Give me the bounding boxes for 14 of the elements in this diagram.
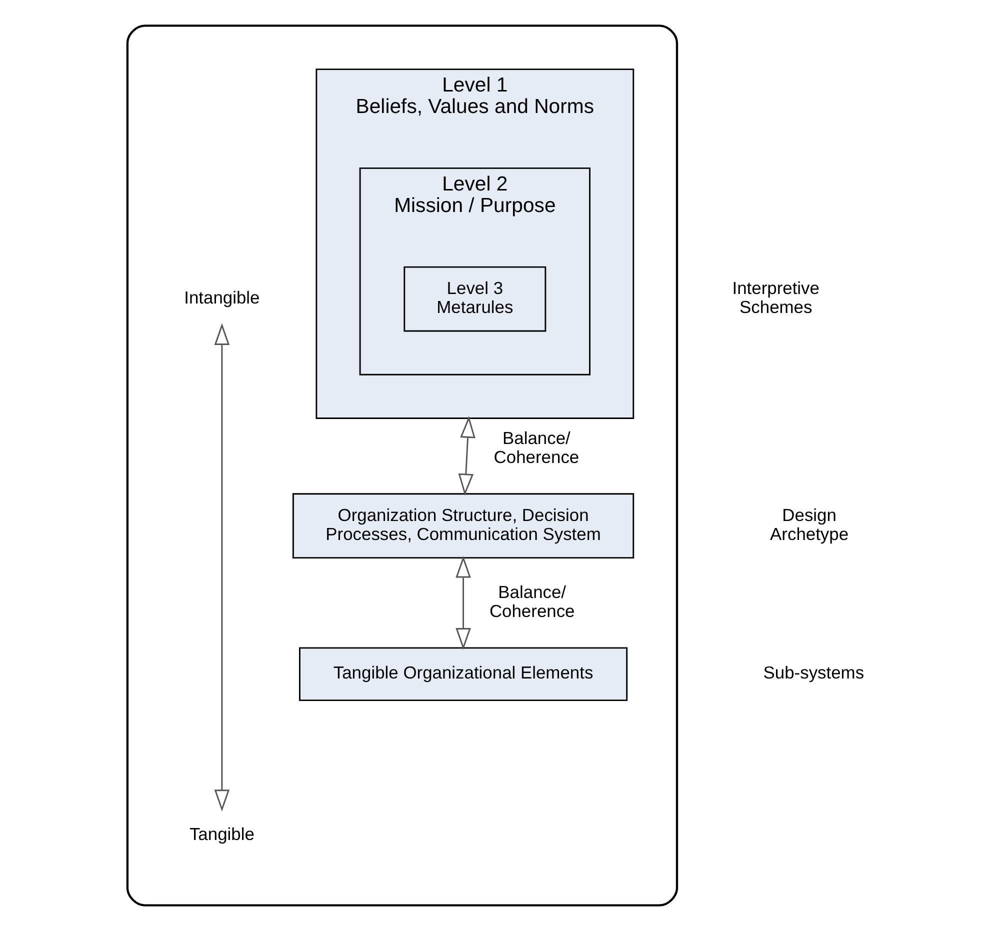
arrow (214, 323, 230, 812)
node-box: Organization Structure, Decision Processes, Communication System (292, 493, 634, 559)
node-box: Level 3 Metarules (404, 266, 546, 332)
cluster (126, 24, 678, 906)
node-box: Tangible Organizational Elements (299, 647, 628, 702)
node-text: Tangible (189, 824, 254, 844)
edge-label: Balance/ Coherence (489, 582, 575, 621)
label: Design Archetype (770, 504, 849, 544)
arrow (456, 556, 471, 650)
label: Interpretive Schemes (732, 278, 820, 317)
node-text: Intangible (184, 288, 260, 308)
label: Sub-systems (763, 662, 864, 683)
arrow (458, 416, 476, 496)
edge-label: Balance/ Coherence (494, 428, 580, 467)
